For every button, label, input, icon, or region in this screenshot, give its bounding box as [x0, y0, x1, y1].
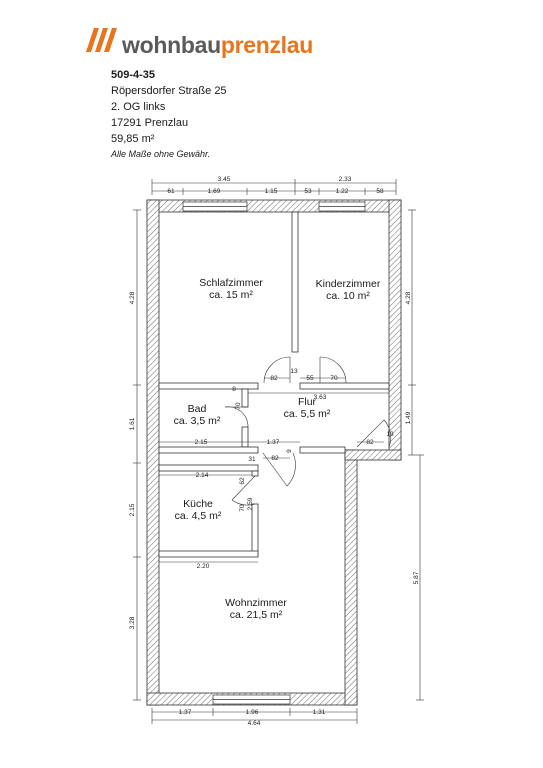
dim-inner: 2.14 [196, 472, 209, 479]
room-kueche-name: Küche [183, 498, 213, 510]
dim-top-seg: 53 [304, 188, 312, 195]
window-wohnzimmer [212, 694, 291, 705]
inner-dimensions: 82 13 55 70 8 70 3.63 2.15 1.37 82 13 9 … [159, 368, 394, 570]
dim-inner: 82 [271, 455, 279, 462]
dim-inner: 2.59 [247, 497, 254, 510]
listing-area: 59,85 m² [111, 133, 155, 145]
dim-left: 1.61 [129, 417, 136, 430]
dim-top-seg: 1.22 [336, 188, 349, 195]
brand-name-part1: wohnbau [122, 32, 221, 58]
listing-info: 509-4-35 Röpersdorfer Straße 25 2. OG li… [111, 67, 227, 161]
listing-city: 17291 Prenzlau [111, 117, 189, 129]
door-wohnzimmer [262, 452, 296, 487]
dim-bottom-seg: 1.31 [313, 709, 326, 716]
door-kinderzimmer [319, 356, 347, 384]
dim-top-seg: 1.15 [265, 188, 278, 195]
windows [182, 201, 366, 705]
inner-walls [158, 211, 390, 558]
dim-left: 3.28 [129, 616, 136, 629]
top-dimensions: 3.45 2.33 61 1.69 1.15 53 1.22 58 [151, 176, 397, 195]
brand-name: wohnbauprenzlau [122, 32, 313, 59]
dim-inner: 82 [366, 439, 374, 446]
room-kinderzimmer-area: ca. 10 m² [326, 290, 370, 302]
dim-inner: 2.20 [197, 563, 210, 570]
dim-bottom-seg: 1.96 [246, 709, 259, 716]
dim-left: 2.15 [129, 503, 136, 516]
dim-inner: 9 [286, 449, 293, 453]
left-dimensions: 4.28 1.61 2.15 3.28 [129, 209, 141, 701]
window-schlafzimmer [182, 201, 248, 212]
door-entrance [356, 419, 392, 448]
dim-right: 4.28 [405, 291, 412, 304]
dim-bottom-total: 4.64 [248, 720, 261, 727]
dim-top-total-right: 2.33 [339, 176, 352, 183]
door-kueche [231, 475, 256, 506]
dim-inner: 1.37 [267, 439, 280, 446]
dim-inner: 31 [248, 456, 256, 463]
room-kinderzimmer-name: Kinderzimmer [316, 278, 381, 290]
dim-right: 5.87 [413, 571, 420, 584]
room-wohnzimmer-area: ca. 21,5 m² [230, 609, 283, 621]
room-schlafzimmer-area: ca. 15 m² [209, 289, 253, 301]
brand-name-part2: prenzlau [220, 32, 314, 58]
room-kueche-area: ca. 4,5 m² [175, 510, 222, 522]
room-flur-area: ca. 5,5 m² [284, 408, 331, 420]
right-dimensions: 4.28 1.49 5.87 [405, 209, 424, 701]
room-bad-name: Bad [188, 403, 207, 415]
dim-inner: 13 [290, 368, 298, 375]
room-schlafzimmer-name: Schlafzimmer [199, 277, 263, 289]
dim-inner: 3.63 [314, 394, 327, 401]
listing-street: Röpersdorfer Straße 25 [111, 85, 227, 97]
dim-inner: 70 [239, 504, 246, 512]
dim-top-seg: 61 [167, 188, 175, 195]
room-labels: Schlafzimmer ca. 15 m² Kinderzimmer ca. … [174, 277, 381, 621]
dim-top-seg: 1.69 [208, 188, 221, 195]
dim-inner: 13 [386, 431, 394, 438]
door-schlafzimmer [263, 356, 291, 384]
dim-right: 1.49 [405, 411, 412, 424]
listing-floor: 2. OG links [111, 101, 166, 113]
door-bad [224, 406, 249, 428]
doors [224, 356, 392, 506]
dim-inner: 70 [235, 402, 242, 410]
dim-inner: 55 [306, 375, 314, 382]
dim-top-total-left: 3.45 [218, 176, 231, 183]
room-wohnzimmer-name: Wohnzimmer [225, 597, 287, 609]
dim-inner: 2.15 [195, 439, 208, 446]
dim-inner: 82 [270, 375, 278, 382]
dim-inner: 62 [239, 477, 246, 485]
dim-top-seg: 58 [376, 188, 384, 195]
dim-inner: 70 [330, 375, 338, 382]
bottom-dimensions: 1.37 1.96 1.31 4.64 [151, 708, 358, 727]
room-bad-area: ca. 3,5 m² [174, 415, 221, 427]
dim-inner: 8 [232, 386, 236, 393]
listing-note: Alle Maße ohne Gewähr. [111, 149, 211, 159]
listing-code: 509-4-35 [111, 69, 156, 81]
room-flur-name: Flur [298, 396, 317, 408]
dim-bottom-seg: 1.37 [179, 709, 192, 716]
window-kinderzimmer [318, 201, 366, 212]
dim-left: 4.28 [129, 291, 136, 304]
triple-slash-logo-icon [86, 28, 117, 52]
